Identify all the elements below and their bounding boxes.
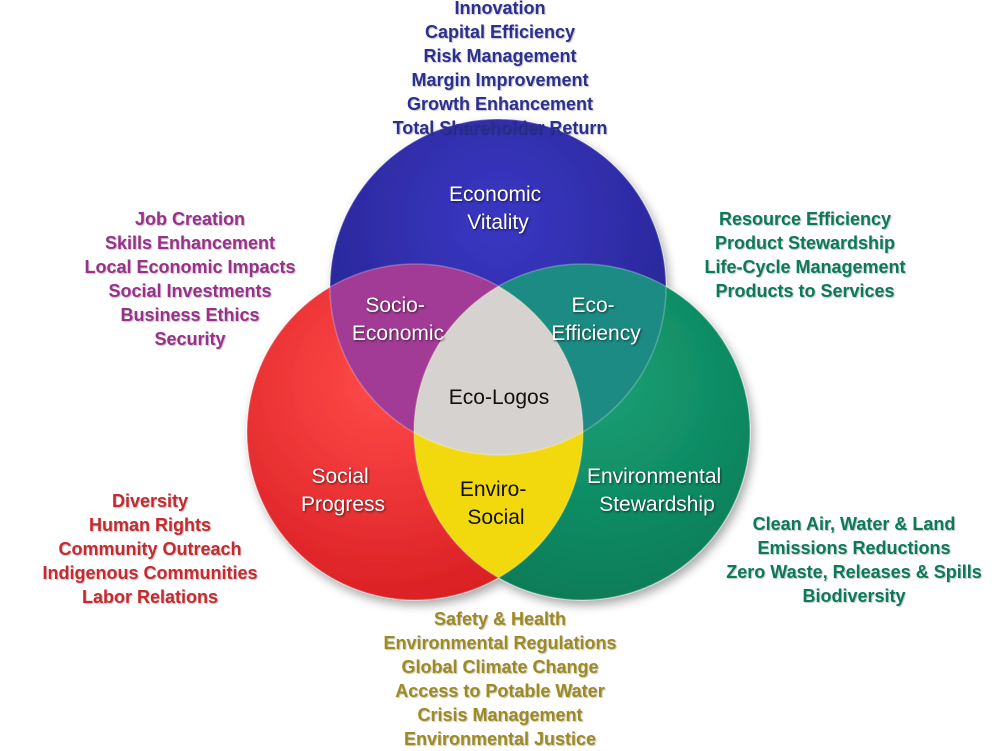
list-item: Growth Enhancement xyxy=(406,94,594,114)
socio-economic-list: Job Creation Skills Enhancement Local Ec… xyxy=(40,207,340,351)
list-item: Capital Efficiency xyxy=(424,22,576,42)
list-item: Business Ethics xyxy=(120,305,260,325)
list-item: Innovation xyxy=(454,0,546,18)
list-item: Local Economic Impacts xyxy=(84,257,296,277)
eco-logos-label: Eco-Logos xyxy=(449,386,549,409)
enviro-social-list: Safety & Health Environmental Regulation… xyxy=(340,607,660,751)
environmental-stewardship-label: Environmental Stewardship xyxy=(587,465,727,516)
list-item: Skills Enhancement xyxy=(104,233,276,253)
list-item: Social Investments xyxy=(108,281,272,301)
list-item: Products to Services xyxy=(715,281,895,301)
list-item: Risk Management xyxy=(423,46,577,66)
list-item: Crisis Management xyxy=(417,705,583,725)
list-item: Environmental Justice xyxy=(403,729,597,749)
list-item: Security xyxy=(154,329,226,349)
list-item: Global Climate Change xyxy=(401,657,599,677)
social-progress-list: Diversity Human Rights Community Outreac… xyxy=(10,489,290,609)
list-item: Emissions Reductions xyxy=(757,538,951,558)
enviro-social-label: Enviro- Social xyxy=(460,478,532,529)
list-item: Access to Potable Water xyxy=(395,681,605,701)
list-item: Job Creation xyxy=(134,209,245,229)
environmental-stewardship-list: Clean Air, Water & Land Emissions Reduct… xyxy=(710,512,998,608)
list-item: Indigenous Communities xyxy=(42,563,258,583)
list-item: Product Stewardship xyxy=(714,233,896,253)
list-item: Community Outreach xyxy=(58,539,242,559)
list-item: Zero Waste, Releases & Spills xyxy=(726,562,982,582)
list-item: Labor Relations xyxy=(81,587,219,607)
list-item: Total Shareholder Return xyxy=(392,118,608,138)
list-item: Resource Efficiency xyxy=(718,209,892,229)
eco-efficiency-label: Eco- Efficiency xyxy=(551,294,641,345)
list-item: Safety & Health xyxy=(433,609,567,629)
list-item: Life-Cycle Management xyxy=(704,257,906,277)
list-item: Clean Air, Water & Land xyxy=(752,514,956,534)
economic-vitality-label: Economic Vitality xyxy=(449,183,547,234)
venn-circles xyxy=(246,118,751,601)
socio-economic-label: Socio- Economic xyxy=(352,294,444,345)
list-item: Human Rights xyxy=(88,515,211,535)
list-item: Diversity xyxy=(111,491,189,511)
eco-efficiency-list: Resource Efficiency Product Stewardship … xyxy=(655,207,955,303)
list-item: Environmental Regulations xyxy=(383,633,617,653)
list-item: Biodiversity xyxy=(802,586,906,606)
social-progress-label: Social Progress xyxy=(301,465,385,516)
list-item: Margin Improvement xyxy=(411,70,589,90)
economic-vitality-list: Innovation Capital Efficiency Risk Manag… xyxy=(330,0,670,140)
